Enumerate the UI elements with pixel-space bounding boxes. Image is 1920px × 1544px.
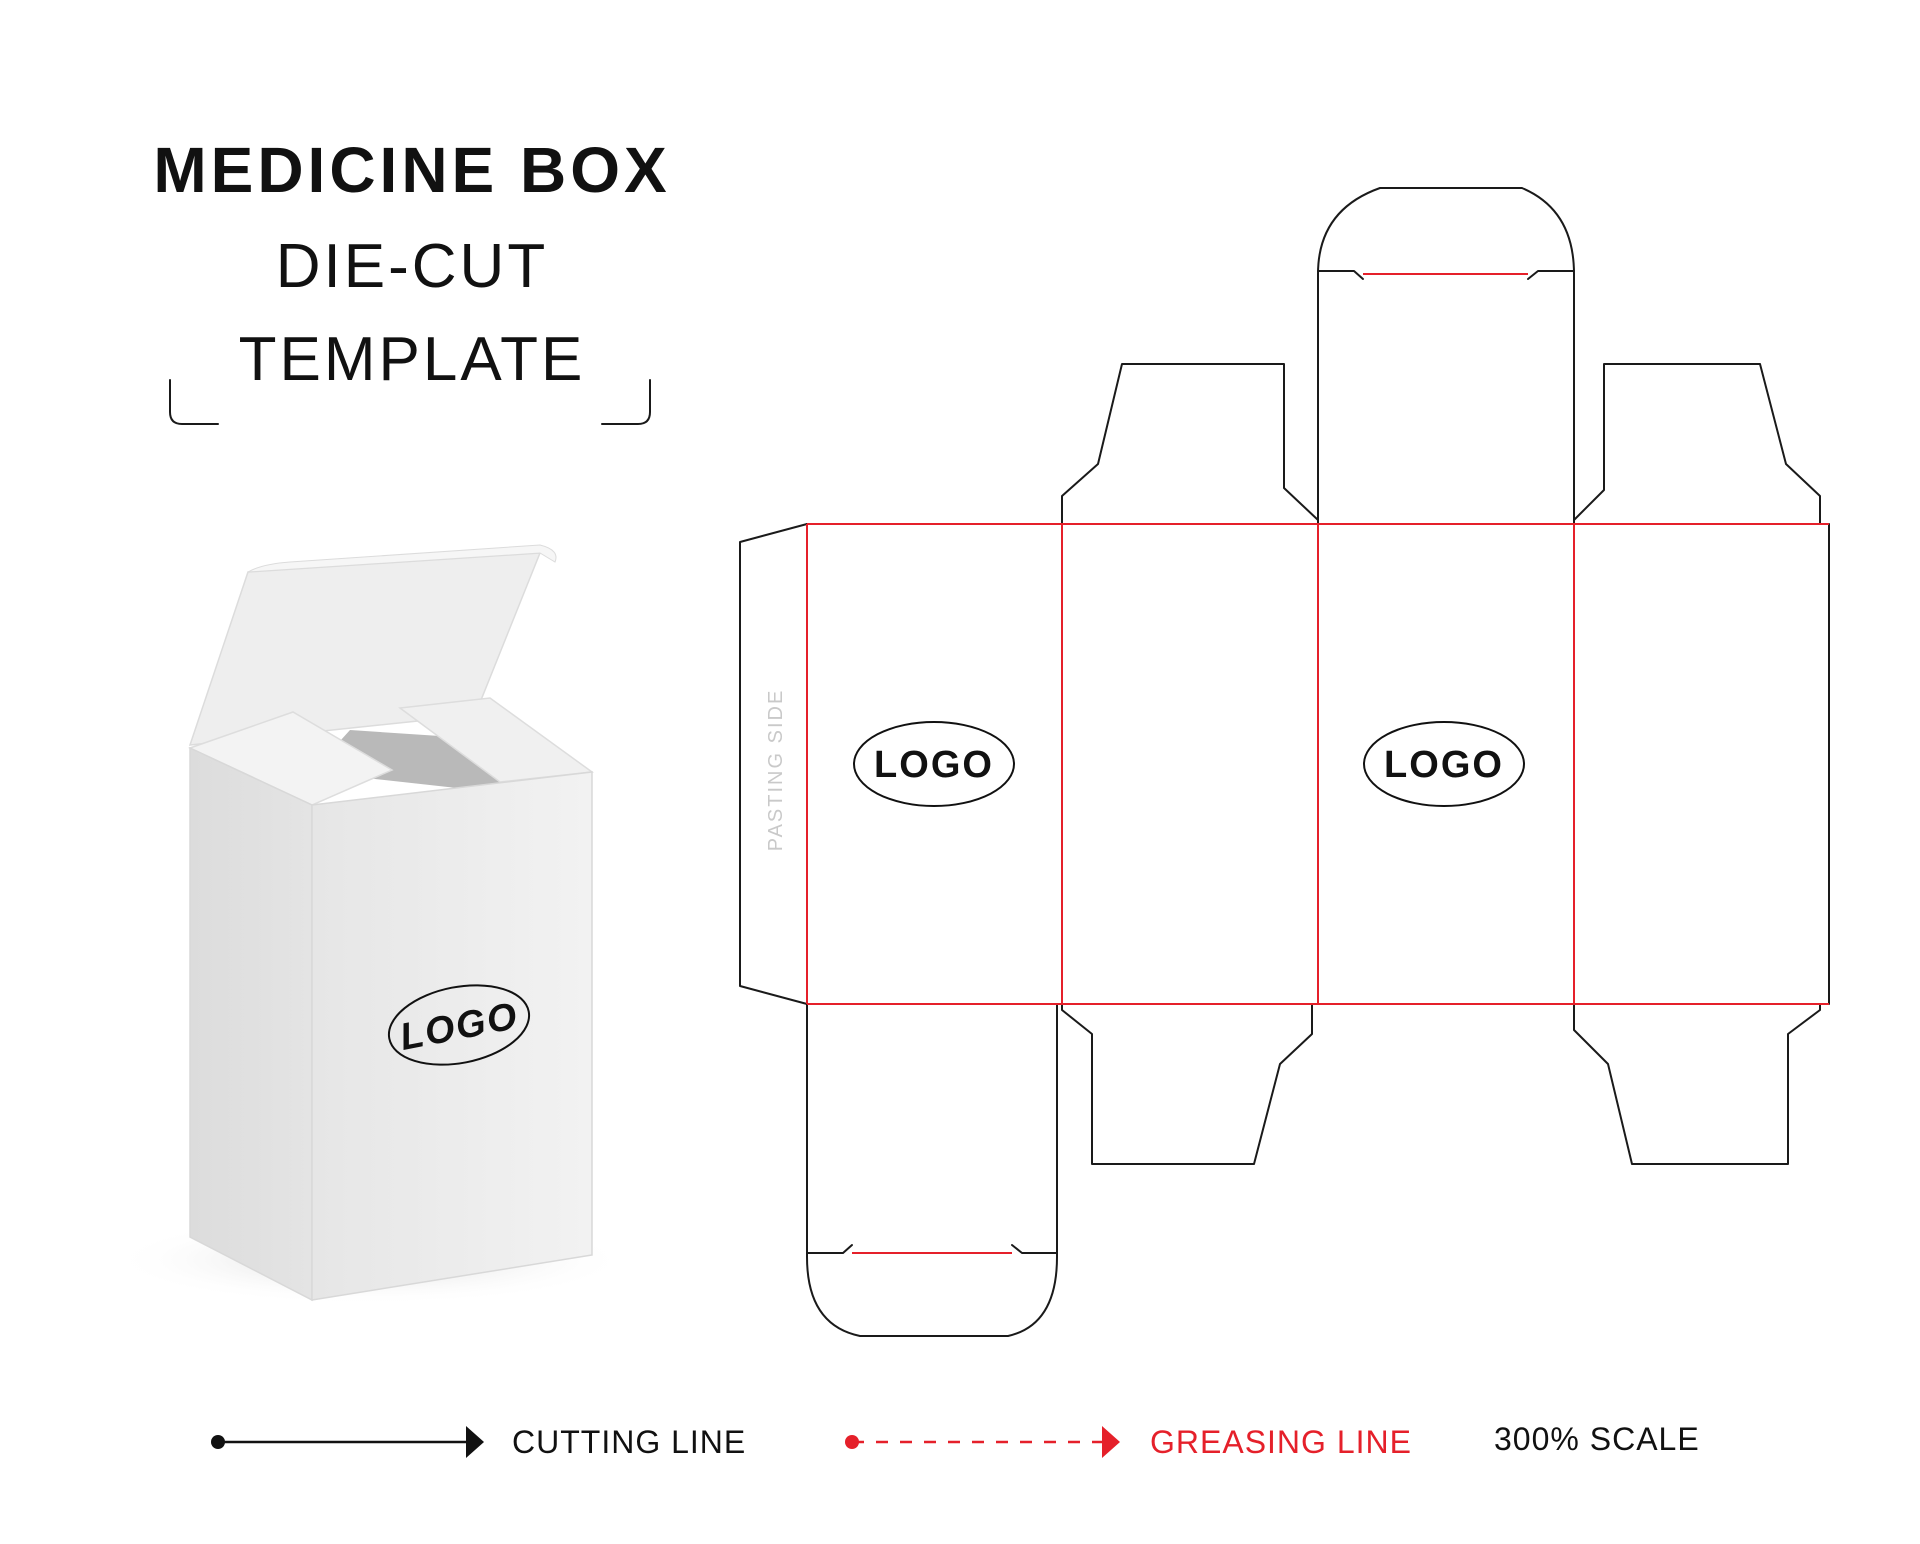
tuck-slit-top-right [1527,270,1575,280]
dust-flap-top-left [1061,363,1319,525]
title-bracket-right [601,379,651,425]
pasting-side-label: PASTING SIDE [765,689,787,852]
title-line-2: DIE-CUT [276,232,548,301]
dust-flap-bottom-right [1573,1003,1821,1165]
title-bracket-left [169,379,219,425]
dieline-logo-right: LOGO [1363,721,1525,807]
greasing-line-arrow-icon [1102,1426,1120,1458]
legend-greasing: GREASING LINE [845,1424,1412,1460]
logo-text-left: LOGO [874,744,994,786]
bottom-tuck-flap [806,1003,1058,1337]
box-logo-ellipse [387,984,531,1066]
legend-greasing-label: GREASING LINE [1150,1424,1412,1460]
legend: CUTTING LINE GREASING LINE 300% SCALE [211,1421,1700,1460]
legend-cutting-label: CUTTING LINE [512,1424,746,1460]
tuck-slit-top-left [1317,270,1364,280]
tuck-slit-bottom-right [1011,1244,1058,1254]
legend-cutting: CUTTING LINE [211,1424,746,1460]
dieline-logo-left: LOGO [853,721,1015,807]
title-block: MEDICINE BOX DIE-CUT TEMPLATE [153,134,670,425]
dust-flap-bottom-left [1061,1003,1313,1165]
box-3d-illustration: LOGO [110,544,630,1305]
glue-flap [739,523,808,1005]
tuck-slit-bottom-left [806,1244,853,1254]
logo-ellipse-left [853,721,1015,807]
box-lid-tuck [247,544,557,573]
box-side-face [189,746,313,1302]
dieline: PASTING SIDE LOGO LOGO [739,187,1830,1337]
cutting-line-arrow-icon [466,1426,484,1458]
box-front-face [311,771,593,1301]
dust-flap-top-right [1573,363,1821,525]
title-line-1: MEDICINE BOX [153,134,670,206]
title-line-3: TEMPLATE [239,325,586,394]
legend-scale-label: 300% SCALE [1494,1421,1700,1457]
logo-text-right: LOGO [1384,744,1504,786]
logo-ellipse-right [1363,721,1525,807]
top-tuck-flap [1317,187,1575,525]
